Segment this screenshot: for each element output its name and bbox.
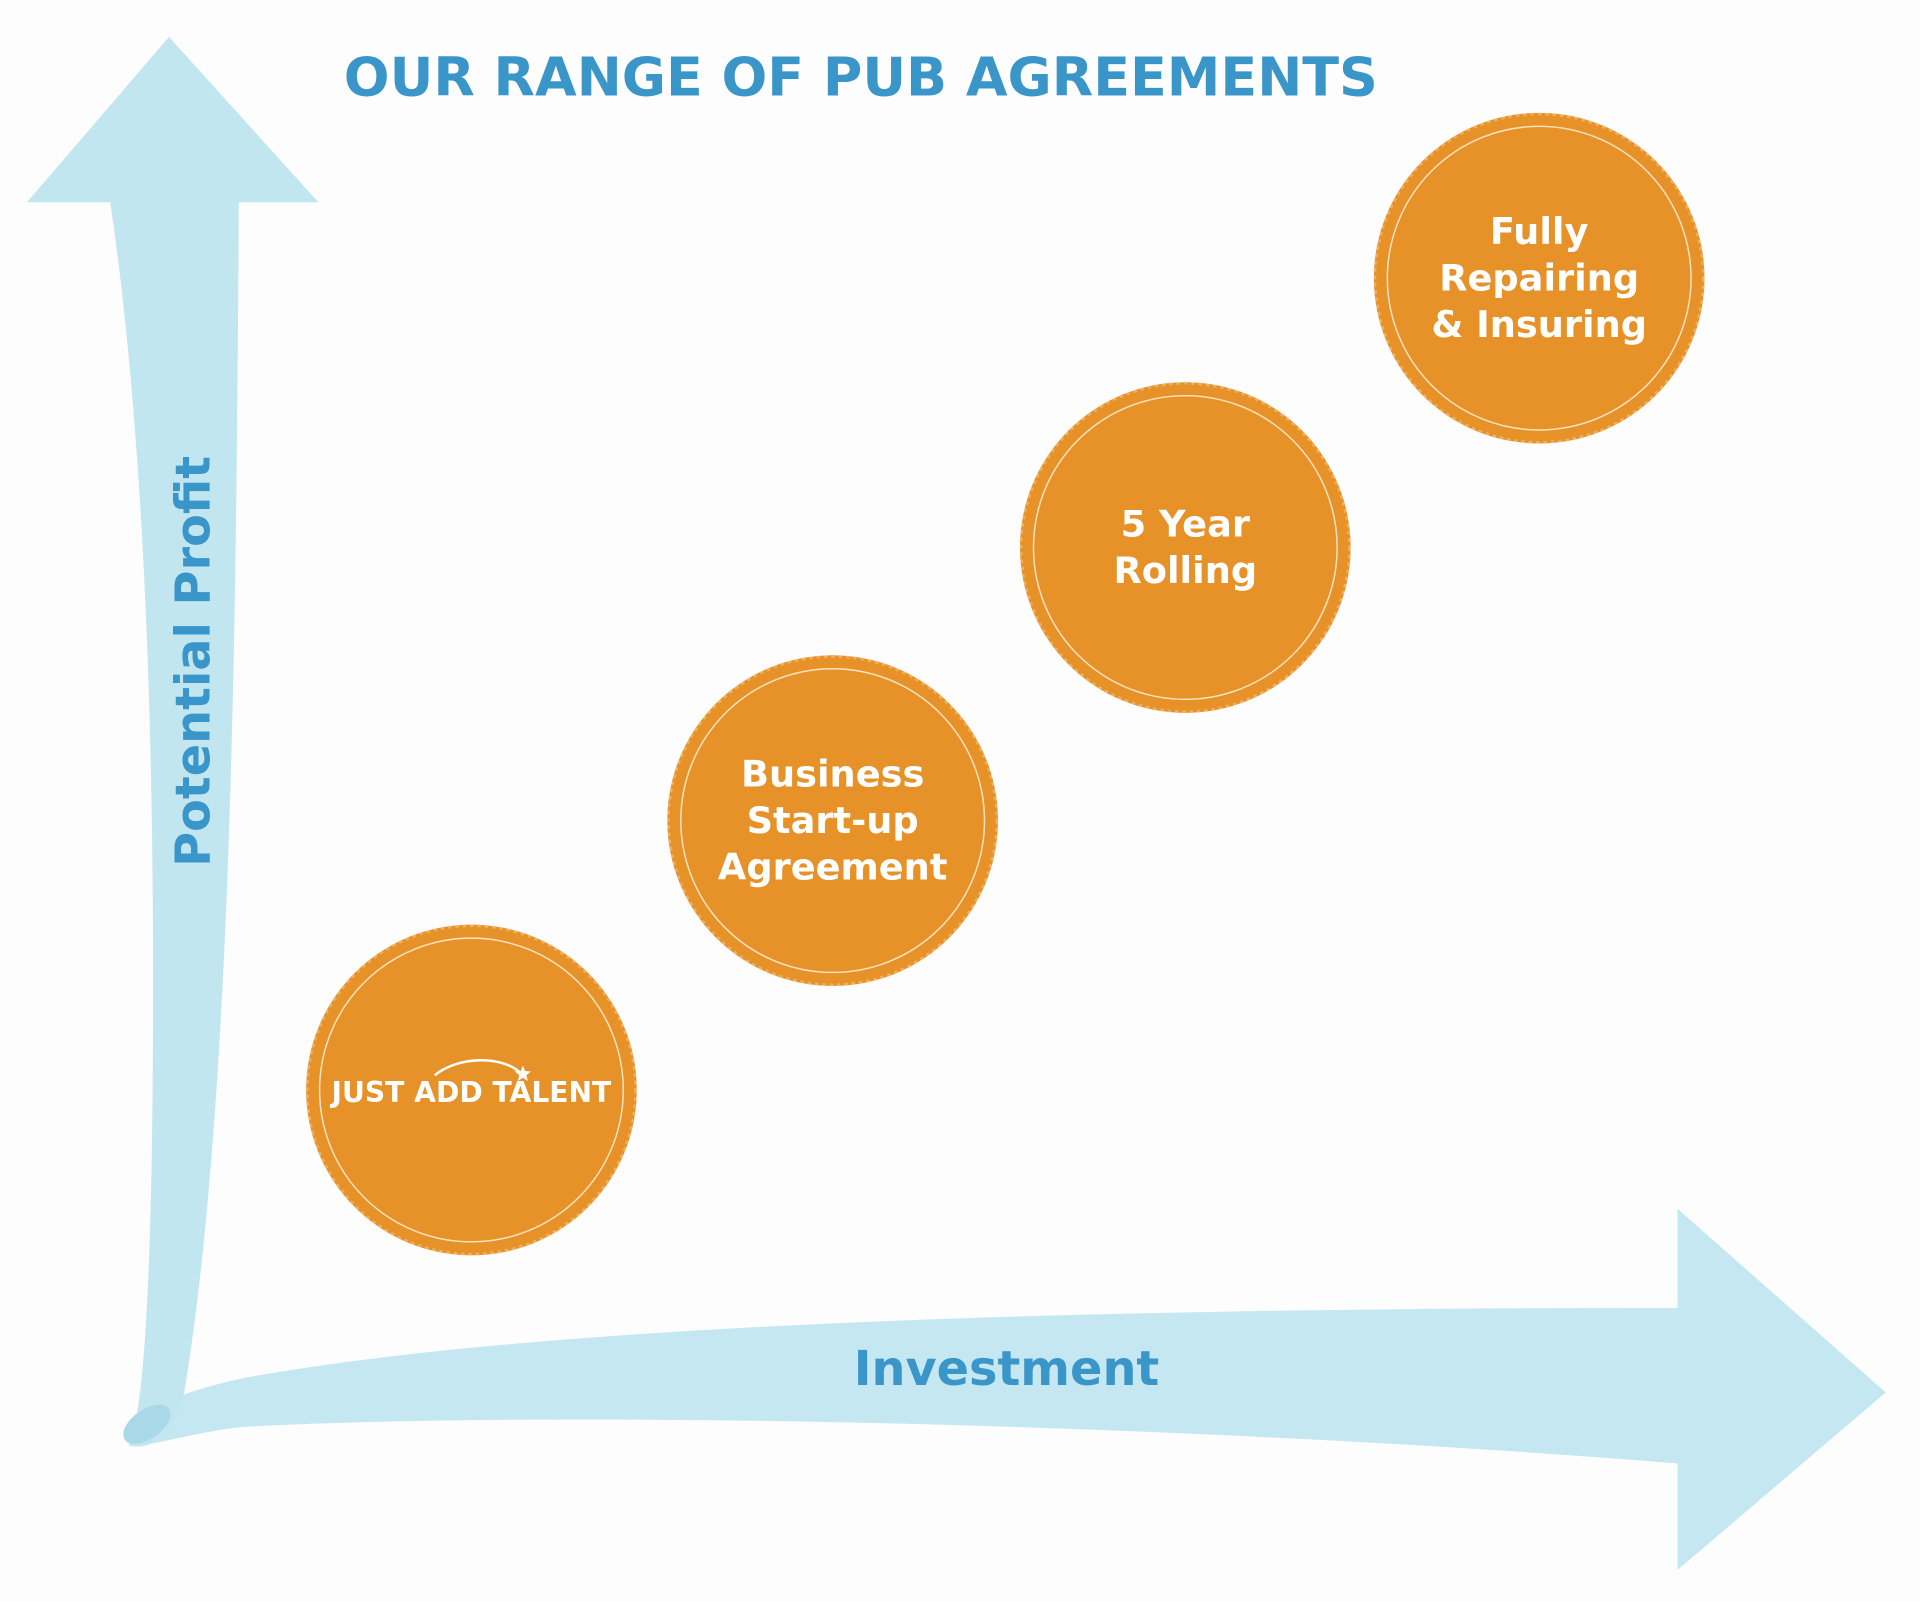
shooting-star-swoosh-icon	[433, 1059, 522, 1077]
y-axis-label: Potential Profit	[166, 456, 221, 867]
x-axis-arrow	[127, 1208, 1886, 1570]
badge-label: Rolling	[1113, 549, 1257, 592]
badge-inner-ring	[680, 668, 986, 974]
badge-serrated-edge	[1373, 112, 1705, 444]
badge-circle	[1020, 382, 1351, 713]
agreement-badge: JUST ADD TALENT	[306, 924, 637, 1256]
badge-label: JUST ADD TALENT	[330, 1076, 613, 1109]
badge-label: Agreement	[718, 845, 947, 888]
badge-serrated-edge	[306, 924, 637, 1256]
badge-serrated-edge	[1019, 382, 1351, 713]
badge-circle	[1373, 112, 1705, 444]
y-axis-arrow	[26, 36, 319, 1447]
badge-label: Start-up	[747, 799, 919, 842]
badge-inner-ring	[1386, 125, 1692, 431]
badge-label: Business	[741, 752, 924, 795]
badge-serrated-edge	[667, 655, 998, 986]
badge-inner-ring	[1032, 394, 1338, 701]
x-axis-label: Investment	[854, 1342, 1159, 1397]
page-title: OUR RANGE OF PUB AGREEMENTS	[344, 46, 1378, 109]
badge-label: & Insuring	[1431, 303, 1647, 346]
badge-label: Repairing	[1439, 256, 1639, 299]
axis-origin	[123, 1404, 171, 1444]
badge-circle	[667, 655, 998, 986]
badge-inner-ring	[318, 937, 624, 1243]
badge-label: 5 Year	[1121, 503, 1250, 546]
badge-circle	[306, 924, 637, 1256]
star-icon	[514, 1065, 532, 1082]
badge-label: Fully	[1490, 210, 1589, 253]
